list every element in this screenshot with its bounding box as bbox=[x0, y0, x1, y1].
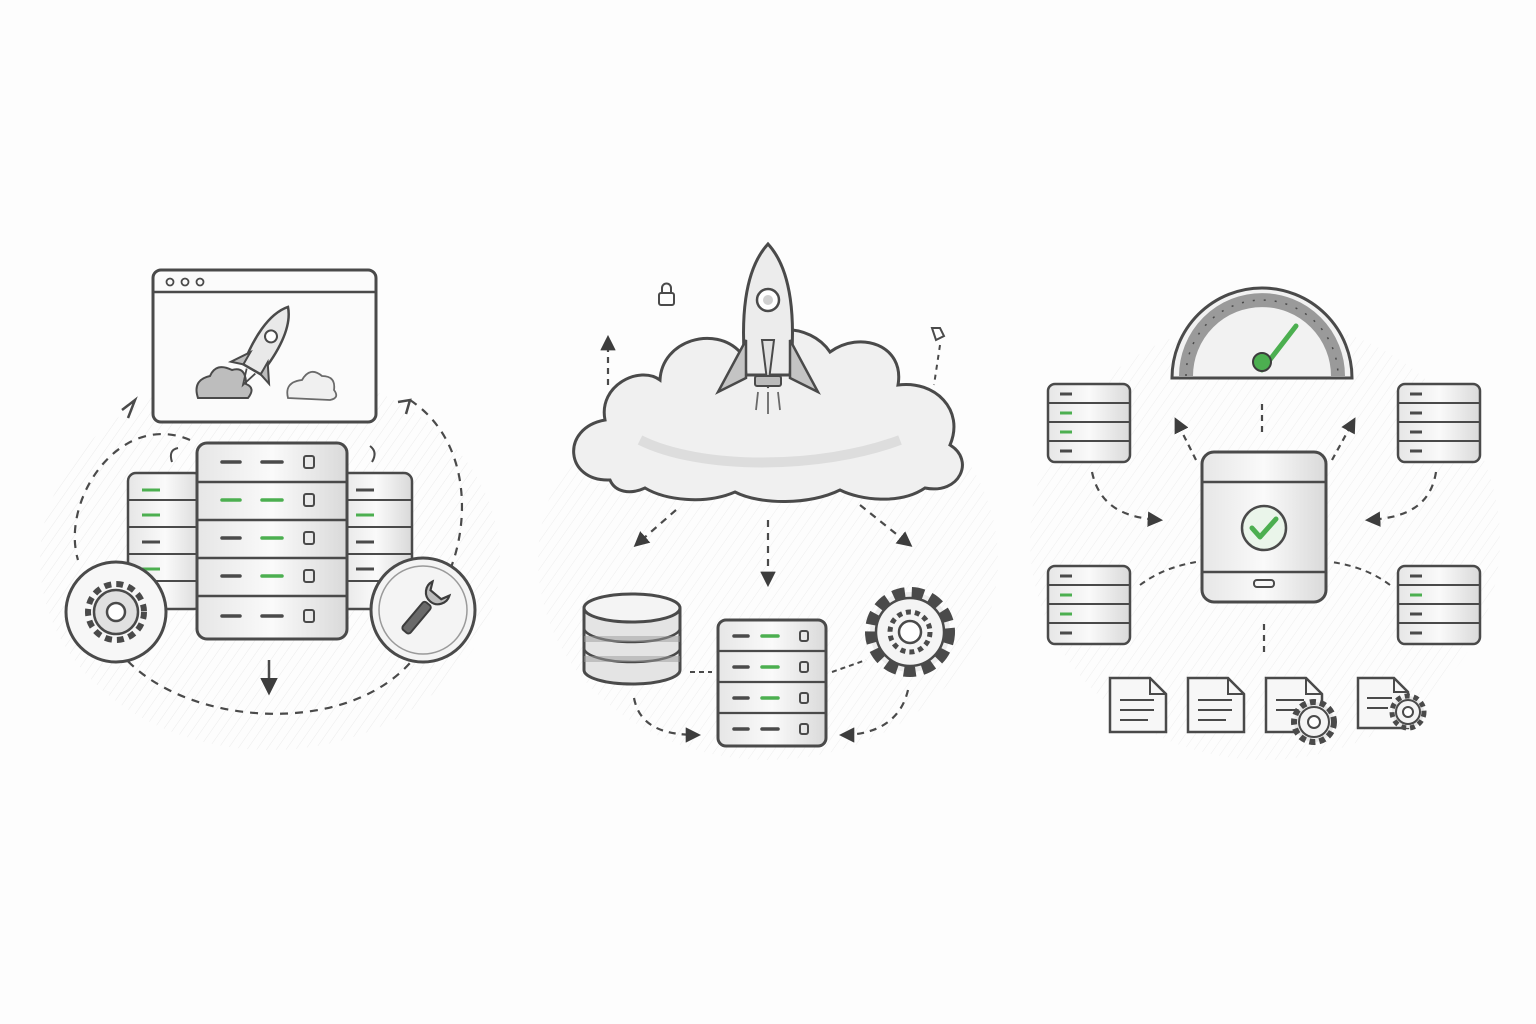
server-icon-top-right bbox=[1398, 384, 1480, 462]
cloud-launch-panel bbox=[538, 244, 998, 760]
document-icon bbox=[1110, 678, 1166, 732]
document-icon bbox=[1188, 678, 1244, 732]
lock-icon bbox=[659, 284, 674, 306]
server-rack-icon bbox=[197, 443, 347, 639]
server-icon-bottom-right bbox=[1398, 566, 1480, 644]
server-icon-bottom-left bbox=[1048, 566, 1130, 644]
deploy-panel bbox=[40, 270, 500, 750]
wrench-icon bbox=[371, 558, 475, 662]
gear-icon bbox=[66, 562, 166, 662]
server-icon bbox=[718, 620, 826, 746]
gear-icon bbox=[870, 592, 950, 672]
browser-window-icon bbox=[153, 270, 376, 422]
database-icon bbox=[584, 594, 680, 684]
server-icon-top-left bbox=[1048, 384, 1130, 462]
speedometer-icon bbox=[1172, 288, 1352, 378]
monitoring-panel bbox=[1030, 288, 1500, 760]
device-check-icon bbox=[1202, 452, 1326, 602]
